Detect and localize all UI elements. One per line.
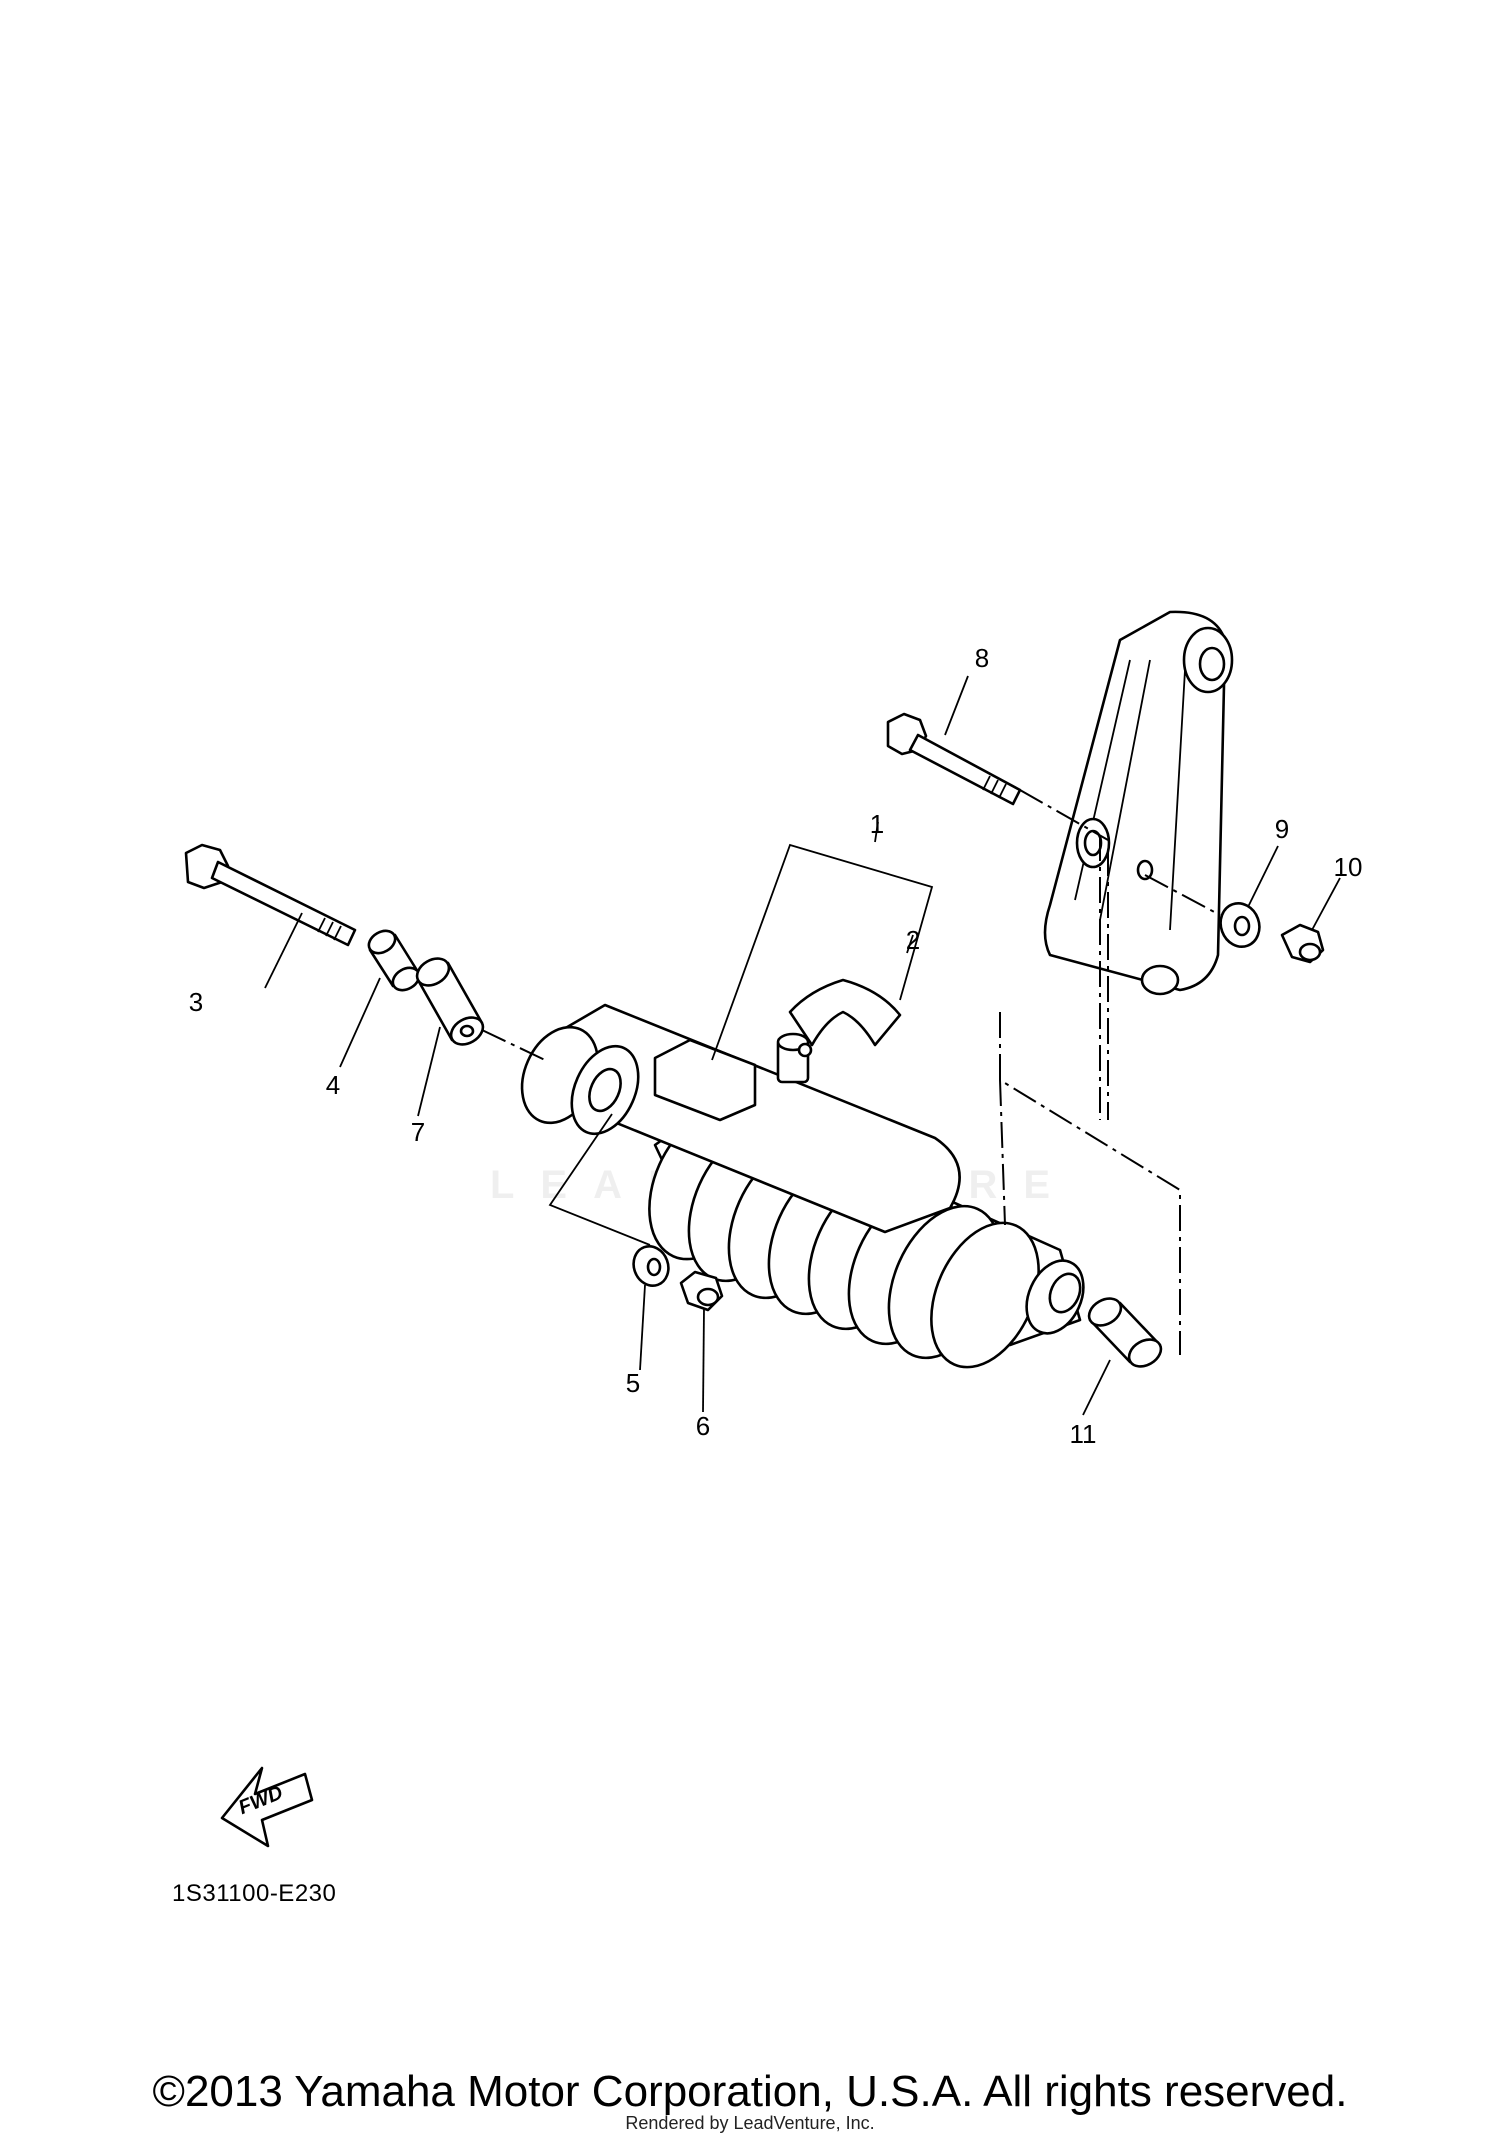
- diagram-code: 1S31100-E230: [172, 1880, 337, 1907]
- assembly-lines: [264, 675, 1341, 1416]
- relay-arm-part: [1043, 610, 1234, 996]
- washer-part[interactable]: [628, 1241, 674, 1290]
- callout-3: 3: [189, 987, 203, 1017]
- shock-absorber-part[interactable]: [508, 1003, 1095, 1384]
- callout-1: 1: [870, 809, 884, 839]
- fwd-arrow-icon: FWD: [220, 1766, 314, 1848]
- callout-labels: 1 2 3 4 5 6 7 8 9 10 11: [189, 643, 1363, 1449]
- callout-7: 7: [411, 1117, 425, 1147]
- bolt-part[interactable]: [184, 843, 357, 947]
- callout-11: 11: [1070, 1419, 1097, 1449]
- nut-part[interactable]: [679, 1270, 724, 1312]
- rendered-by-text: Rendered by LeadVenture, Inc.: [625, 2113, 875, 2133]
- collar-part[interactable]: [412, 953, 487, 1050]
- washer-part[interactable]: [1215, 898, 1266, 952]
- callout-6: 6: [696, 1411, 710, 1441]
- callout-2: 2: [906, 925, 920, 955]
- callout-4: 4: [326, 1070, 340, 1100]
- callout-9: 9: [1275, 814, 1289, 844]
- label-part[interactable]: [788, 978, 902, 1047]
- copyright-text: ©2013 Yamaha Motor Corporation, U.S.A. A…: [152, 2067, 1348, 2116]
- nut-part[interactable]: [1280, 923, 1325, 964]
- collar-part[interactable]: [365, 926, 423, 994]
- callout-5: 5: [626, 1368, 640, 1398]
- bolt-part[interactable]: [886, 712, 1022, 806]
- callout-8: 8: [975, 643, 989, 673]
- callout-10: 10: [1334, 852, 1363, 882]
- collar-part[interactable]: [1084, 1293, 1165, 1372]
